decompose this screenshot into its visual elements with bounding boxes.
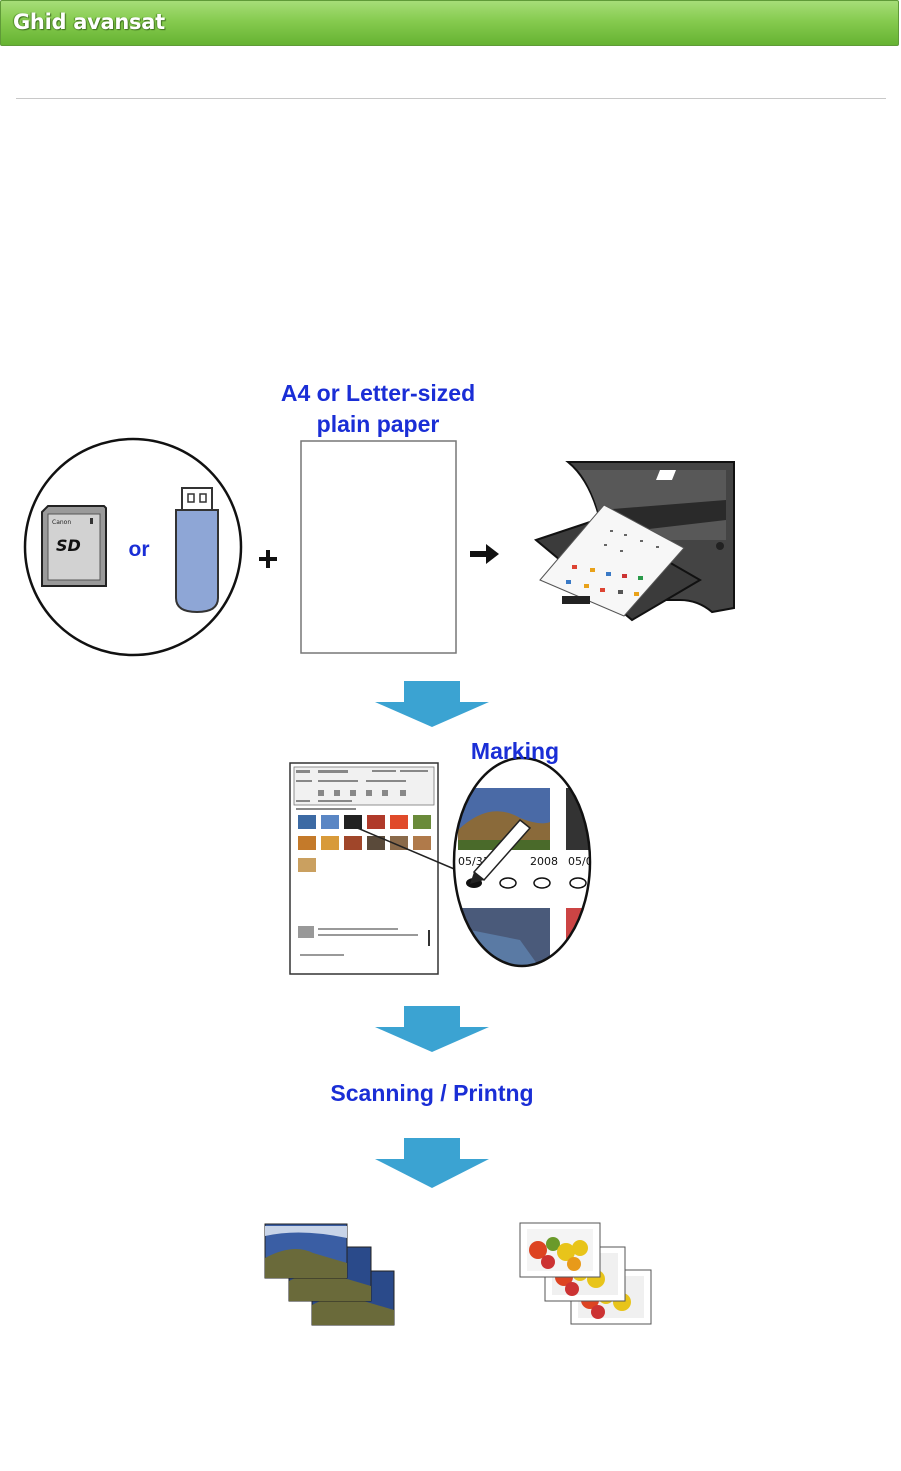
divider <box>16 98 886 99</box>
right-arrow-icon <box>470 544 499 564</box>
photo-prints-landscape <box>264 1223 395 1326</box>
or-label: or <box>128 538 150 561</box>
svg-text:SD: SD <box>56 536 81 555</box>
plain-paper-sheet <box>300 440 457 654</box>
paper-size-label: A4 or Letter-sized plain paper <box>280 380 476 437</box>
page-title: Ghid avansat <box>13 10 165 34</box>
svg-text:Canon: Canon <box>52 519 71 526</box>
zoom-circle: 05/31/ 2008 05/0 <box>452 756 593 968</box>
svg-text:05/0: 05/0 <box>568 855 593 868</box>
sd-card-icon: Canon SD <box>41 505 107 587</box>
down-arrow-icon <box>375 1006 489 1052</box>
photo-prints-bordered <box>519 1222 652 1325</box>
header-bar: Ghid avansat <box>0 0 899 46</box>
down-arrow-icon <box>375 1138 489 1188</box>
down-arrow-icon <box>375 681 489 727</box>
svg-text:2008: 2008 <box>530 855 558 868</box>
photo-index-sheet <box>289 762 467 975</box>
usb-drive-icon <box>175 487 219 614</box>
printer-icon <box>533 461 735 622</box>
marking-label: Marking <box>470 738 560 764</box>
pen-icon <box>470 818 532 884</box>
plus-icon <box>259 550 277 568</box>
scanning-printing-label: Scanning / Printng <box>330 1080 534 1106</box>
